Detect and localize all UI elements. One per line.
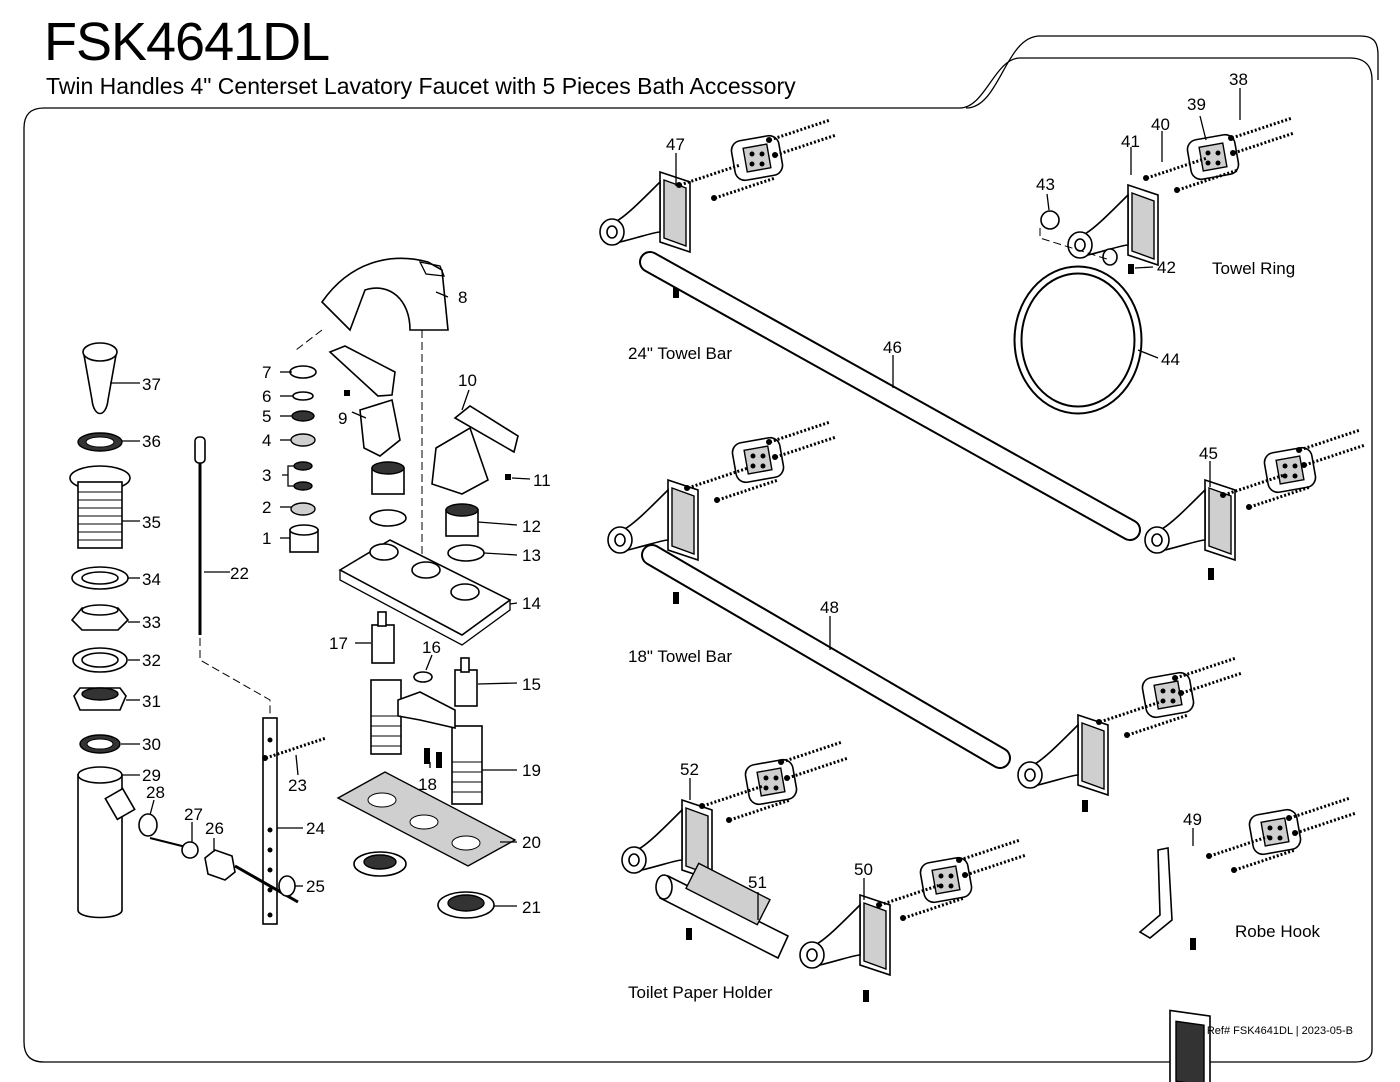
part-label-14: 14: [522, 594, 541, 613]
part-label-29: 29: [142, 766, 161, 785]
part-29-tailpiece: [77, 774, 123, 919]
part-label-47: 47: [666, 135, 685, 154]
part-label-33: 33: [142, 613, 161, 632]
part-label-43: 43: [1036, 175, 1055, 194]
part-label-23: 23: [288, 776, 307, 795]
part-label-31: 31: [142, 692, 161, 711]
part-22-lift-rod: [194, 436, 206, 464]
part-label-13: 13: [522, 546, 541, 565]
part-label-25: 25: [306, 877, 325, 896]
group-labels: 24" Towel Bar 18" Towel Bar Towel Ring R…: [628, 259, 1321, 1002]
part-26-nut: [204, 849, 236, 881]
part-label-11: 11: [533, 471, 551, 490]
drain-assembly: [69, 342, 158, 919]
label-towel-ring: Towel Ring: [1212, 259, 1295, 278]
part-24-strap: [262, 717, 278, 925]
part-label-30: 30: [142, 735, 161, 754]
footer-ref: Ref# FSK4641DL | 2023-05-B: [1207, 1025, 1353, 1037]
faucet-assembly: [289, 257, 519, 919]
part-label-28: 28: [146, 783, 165, 802]
robe-hook-assembly: [1138, 796, 1358, 1082]
part-label-2: 2: [262, 498, 271, 517]
part-label-36: 36: [142, 432, 161, 451]
part-label-37: 37: [142, 375, 161, 394]
part-27-ball: [181, 841, 199, 859]
part-25-clip: [278, 875, 296, 897]
part-label-4: 4: [262, 431, 271, 450]
part-label-45: 45: [1199, 444, 1218, 463]
label-robe-hook: Robe Hook: [1235, 922, 1321, 941]
part-label-7: 7: [262, 363, 271, 382]
diagram-title: FSK4641DL: [44, 12, 330, 72]
part-label-27: 27: [184, 805, 203, 824]
part-label-18: 18: [418, 775, 437, 794]
frame-tab: [965, 35, 1379, 109]
part-label-21: 21: [522, 898, 541, 917]
part-label-51: 51: [748, 873, 767, 892]
part-label-49: 49: [1183, 810, 1202, 829]
leader-lines: [110, 88, 1241, 920]
part-15-valve: [454, 669, 478, 707]
part-label-9: 9: [338, 409, 347, 428]
part-number-labels: 1 2 3 4 5 6 7 8 9 10 11 12 13 14 15 16 1…: [142, 70, 1248, 917]
part-label-16: 16: [422, 638, 441, 657]
label-towel-bar-18: 18" Towel Bar: [628, 647, 732, 666]
part-label-46: 46: [883, 338, 902, 357]
part-label-19: 19: [522, 761, 541, 780]
part-label-8: 8: [458, 288, 467, 307]
part-16-oring: [413, 671, 433, 683]
part-8-spout: [320, 257, 449, 332]
toilet-paper-holder-assembly: [621, 740, 1028, 1002]
part-label-50: 50: [854, 860, 873, 879]
part-label-42: 42: [1157, 258, 1176, 277]
part-label-24: 24: [306, 819, 325, 838]
label-towel-bar-24: 24" Towel Bar: [628, 344, 732, 363]
part-label-34: 34: [142, 570, 161, 589]
part-label-48: 48: [820, 598, 839, 617]
part-9-left-handle: [359, 398, 401, 457]
part-label-10: 10: [458, 371, 477, 390]
part-17-valve: [371, 624, 395, 664]
part-label-20: 20: [522, 833, 541, 852]
towel-bar-18-assembly: [607, 420, 1244, 812]
part-label-17: 17: [329, 634, 348, 653]
part-label-44: 44: [1161, 350, 1180, 369]
part-label-22: 22: [230, 564, 249, 583]
part-28-nut: [138, 813, 158, 837]
part-label-5: 5: [262, 407, 271, 426]
part-label-40: 40: [1151, 115, 1170, 134]
frame-outline: [23, 57, 1373, 1063]
towel-bar-24-assembly: [599, 118, 1367, 580]
part-label-6: 6: [262, 387, 271, 406]
towel-ring-assembly: [1013, 116, 1296, 415]
part-label-38: 38: [1229, 70, 1248, 89]
part-label-35: 35: [142, 513, 161, 532]
label-toilet-paper-holder: Toilet Paper Holder: [628, 983, 773, 1002]
part-label-32: 32: [142, 651, 161, 670]
part-label-39: 39: [1187, 95, 1206, 114]
part-label-41: 41: [1121, 132, 1140, 151]
part-label-12: 12: [522, 517, 541, 536]
part-label-1: 1: [262, 529, 271, 548]
part-label-15: 15: [522, 675, 541, 694]
part-label-52: 52: [680, 760, 699, 779]
part-label-26: 26: [205, 819, 224, 838]
part-label-3: 3: [262, 466, 271, 485]
diagram-subtitle: Twin Handles 4" Centerset Lavatory Fauce…: [46, 73, 796, 99]
popup-linkage: [149, 436, 328, 925]
part-10-right-handle: [431, 426, 489, 495]
